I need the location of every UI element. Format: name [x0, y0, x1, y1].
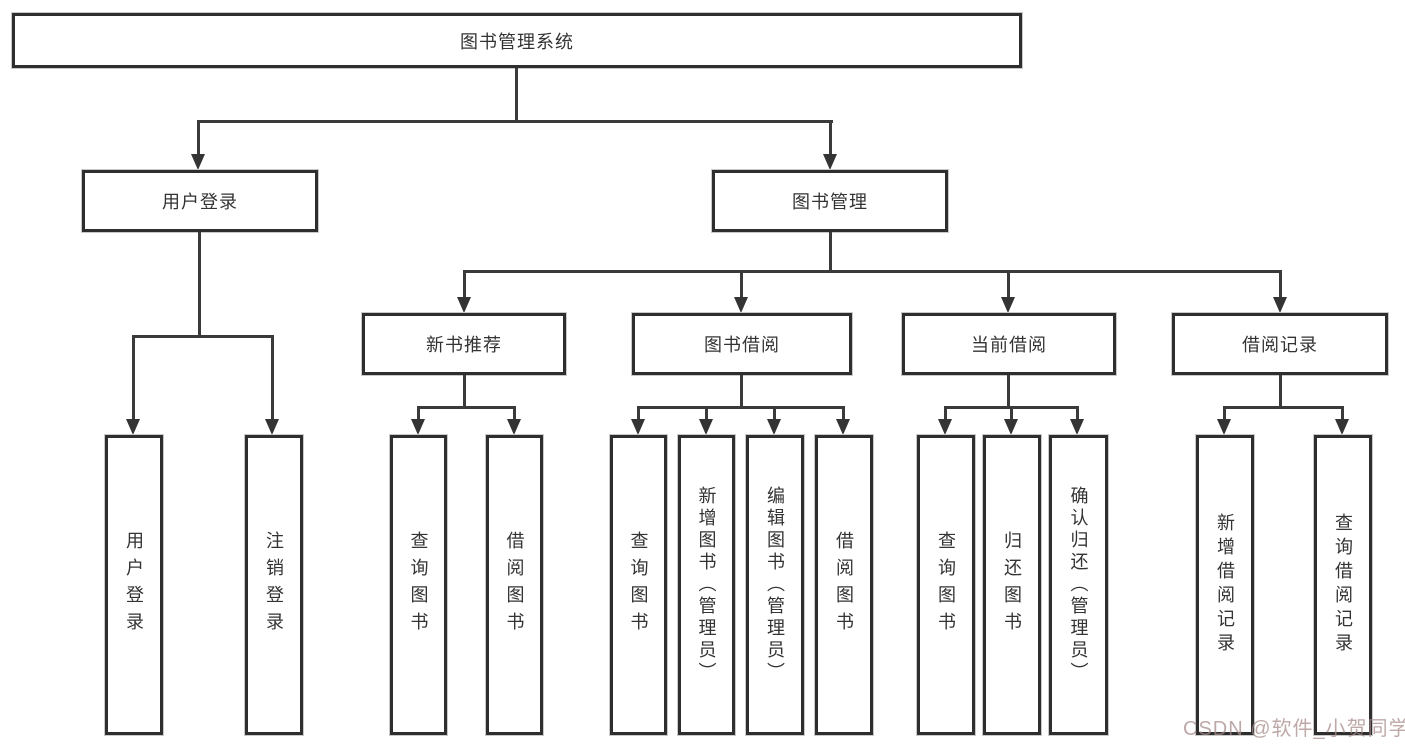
- connector-book-borrow-span: [637, 406, 845, 409]
- connector-to-new-book: [463, 270, 466, 300]
- connector-cb-leaf3: [1076, 406, 1079, 421]
- arrow-br-leaf2: [1335, 419, 1349, 435]
- connector-level1-span: [197, 120, 833, 123]
- leaf-query-book-recommend: 查询图书: [390, 435, 447, 735]
- connector-to-user-login: [197, 120, 200, 156]
- connector-to-book-borrow: [740, 270, 743, 300]
- connector-cb-leaf2: [1010, 406, 1013, 421]
- connector-to-book-management: [829, 120, 832, 156]
- connector-book-mgmt-drop: [829, 232, 832, 273]
- connector-to-leaf-logout: [271, 335, 274, 421]
- arrow-book-management: [823, 154, 837, 170]
- leaf-add-book-admin: 新增图书（管理员）: [678, 435, 735, 735]
- connector-book-borrow-drop: [740, 375, 743, 409]
- leaf-user-login: 用户登录: [105, 435, 163, 735]
- leaf-borrow-book-recommend: 借阅图书: [486, 435, 543, 735]
- connector-cb-leaf1: [944, 406, 947, 421]
- arrow-leaf-login: [126, 419, 140, 435]
- connector-nb-leaf2: [513, 406, 516, 421]
- connector-bb-leaf2: [705, 406, 708, 421]
- leaf-add-borrow-record: 新增借阅记录: [1196, 435, 1254, 735]
- arrow-bb-leaf3: [767, 419, 781, 435]
- node-library-management-system: 图书管理系统: [12, 13, 1022, 68]
- arrow-cb-leaf2: [1004, 419, 1018, 435]
- leaf-query-book-current: 查询图书: [917, 435, 975, 735]
- leaf-borrow-book: 借阅图书: [815, 435, 873, 735]
- node-user-login: 用户登录: [82, 170, 318, 232]
- connector-new-book-drop: [463, 375, 466, 409]
- arrow-bb-leaf1: [631, 419, 645, 435]
- arrow-leaf-logout: [265, 419, 279, 435]
- node-borrow-record: 借阅记录: [1172, 313, 1388, 375]
- connector-nb-leaf1: [417, 406, 420, 421]
- arrow-current-borrow: [1001, 297, 1015, 313]
- connector-bb-leaf1: [637, 406, 640, 421]
- leaf-confirm-return-admin: 确认归还（管理员）: [1049, 435, 1108, 735]
- connector-borrow-record-drop: [1279, 375, 1282, 409]
- connector-user-login-span: [132, 335, 274, 338]
- arrow-bb-leaf4: [836, 419, 850, 435]
- arrow-nb-leaf1: [411, 419, 425, 435]
- arrow-br-leaf1: [1217, 419, 1231, 435]
- leaf-return-book: 归还图书: [983, 435, 1041, 735]
- leaf-query-borrow-record: 查询借阅记录: [1314, 435, 1372, 735]
- connector-bb-leaf3: [773, 406, 776, 421]
- connector-root-drop: [515, 68, 518, 121]
- arrow-borrow-record: [1273, 297, 1287, 313]
- connector-level2-span: [463, 270, 1282, 273]
- connector-to-leaf-login: [132, 335, 135, 421]
- csdn-watermark: CSDN @软件_小贺同学: [1183, 718, 1405, 740]
- connector-br-leaf2: [1341, 406, 1344, 421]
- connector-bb-leaf4: [842, 406, 845, 421]
- connector-borrow-record-span: [1223, 406, 1342, 409]
- connector-br-leaf1: [1223, 406, 1226, 421]
- arrow-cb-leaf3: [1070, 419, 1084, 435]
- leaf-logout: 注销登录: [245, 435, 303, 735]
- node-new-book-recommend: 新书推荐: [362, 313, 566, 375]
- connector-to-borrow-record: [1279, 270, 1282, 300]
- arrow-cb-leaf1: [938, 419, 952, 435]
- arrow-nb-leaf2: [507, 419, 521, 435]
- connector-user-login-drop: [198, 232, 201, 338]
- node-book-management: 图书管理: [712, 170, 948, 232]
- node-book-borrow: 图书借阅: [632, 313, 852, 375]
- arrow-new-book: [457, 297, 471, 313]
- leaf-query-book-borrow: 查询图书: [610, 435, 667, 735]
- connector-to-current-borrow: [1007, 270, 1010, 300]
- node-current-borrow: 当前借阅: [902, 313, 1116, 375]
- arrow-bb-leaf2: [699, 419, 713, 435]
- leaf-edit-book-admin: 编辑图书（管理员）: [746, 435, 804, 735]
- arrow-user-login: [191, 154, 205, 170]
- connector-current-borrow-drop: [1007, 375, 1010, 409]
- connector-new-book-span: [417, 406, 516, 409]
- arrow-book-borrow: [734, 297, 748, 313]
